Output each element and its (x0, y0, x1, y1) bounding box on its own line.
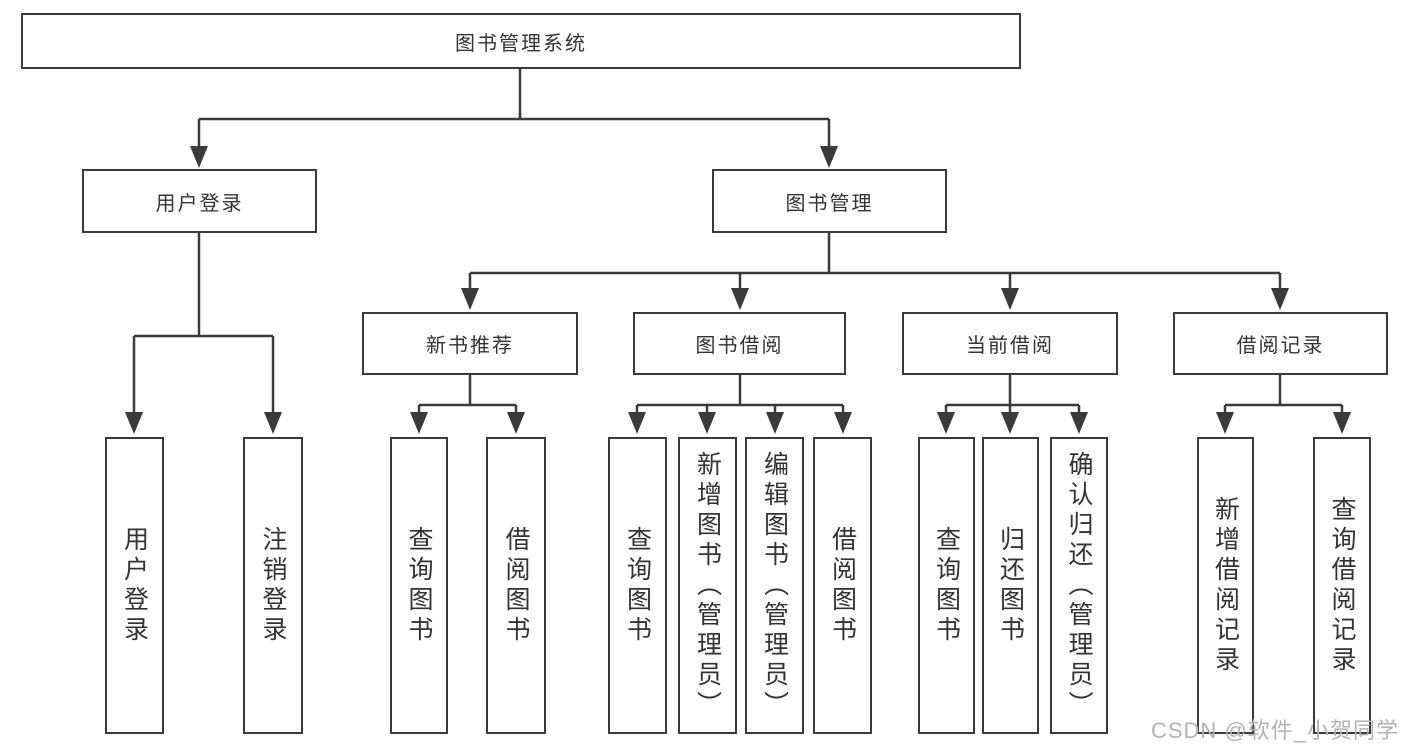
node-label: 用户登录 (120, 525, 149, 646)
arrowhead (1216, 412, 1234, 434)
arrowhead (766, 412, 784, 434)
arrowhead (834, 412, 852, 434)
leaf-add-books-admin: 新增图书（管理员） (678, 437, 737, 734)
node-label: 编辑图书（管理员） (760, 450, 789, 721)
arrowhead (461, 288, 479, 310)
node-label: 用户登录 (155, 192, 244, 215)
leaf-user-login: 用户登录 (105, 437, 164, 734)
node-label: 新书推荐 (426, 335, 514, 357)
leaf-return-books: 归还图书 (982, 437, 1039, 734)
connector-new-book-recommendation-children (410, 375, 525, 434)
arrowhead (820, 146, 838, 168)
node-new-book-recommendation: 新书推荐 (362, 312, 578, 375)
node-label: 查询借阅记录 (1328, 495, 1356, 676)
arrowhead (264, 412, 282, 434)
leaf-add-borrow-record: 新增借阅记录 (1197, 437, 1254, 734)
connector-root-to-level2 (190, 69, 838, 168)
node-label: 归还图书 (996, 525, 1025, 646)
arrowhead (731, 288, 749, 310)
node-label: 注销登录 (259, 525, 287, 646)
connector-book-management-children (461, 233, 1289, 310)
leaf-query-borrow-record: 查询借阅记录 (1313, 437, 1371, 734)
node-borrowing-records: 借阅记录 (1173, 312, 1388, 375)
arrowhead (937, 412, 955, 434)
node-label: 新增借阅记录 (1211, 495, 1240, 676)
leaf-query-books-current: 查询图书 (918, 437, 975, 734)
node-label: 借阅图书 (502, 525, 530, 646)
leaf-confirm-return-admin: 确认归还（管理员） (1050, 437, 1108, 734)
node-root: 图书管理系统 (21, 13, 1021, 69)
node-label: 新增图书（管理员） (693, 450, 722, 721)
arrowhead (1001, 288, 1019, 310)
arrowhead (698, 412, 716, 434)
node-label: 查询图书 (405, 525, 433, 646)
arrowhead (507, 412, 525, 434)
node-label: 查询图书 (932, 525, 961, 646)
node-label: 图书管理系统 (455, 32, 587, 55)
node-label: 当前借阅 (966, 335, 1054, 357)
leaf-borrow-books-recommend: 借阅图书 (486, 437, 546, 734)
node-user-login: 用户登录 (82, 169, 317, 233)
node-current-borrowing: 当前借阅 (902, 312, 1118, 375)
node-label: 查询图书 (623, 525, 652, 646)
arrowhead (1271, 288, 1289, 310)
node-book-management: 图书管理 (712, 169, 947, 233)
connector-borrowing-records-children (1216, 375, 1351, 434)
node-label: 确认归还（管理员） (1065, 450, 1093, 721)
node-book-borrowing: 图书借阅 (633, 312, 846, 375)
arrowhead (1070, 412, 1088, 434)
leaf-query-books-borrowing: 查询图书 (608, 437, 667, 734)
connector-current-borrowing-children (937, 375, 1088, 434)
leaf-edit-books-admin: 编辑图书（管理员） (745, 437, 804, 734)
leaf-borrow-books-borrowing: 借阅图书 (813, 437, 872, 734)
arrowhead (410, 412, 428, 434)
arrowhead (125, 412, 143, 434)
connector-user-login-children (125, 233, 282, 434)
node-label: 图书借阅 (695, 335, 784, 357)
node-label: 图书管理 (785, 192, 874, 215)
csdn-watermark: CSDN @软件_小贺同学 (1150, 718, 1399, 743)
node-label: 借阅记录 (1236, 335, 1325, 357)
connector-book-borrowing-children (628, 375, 852, 434)
leaf-query-books-recommend: 查询图书 (390, 437, 448, 734)
arrowhead (1001, 412, 1019, 434)
arrowhead (190, 146, 208, 168)
arrowhead (628, 412, 646, 434)
node-label: 借阅图书 (828, 525, 857, 646)
arrowhead (1333, 412, 1351, 434)
leaf-logout: 注销登录 (243, 437, 303, 734)
